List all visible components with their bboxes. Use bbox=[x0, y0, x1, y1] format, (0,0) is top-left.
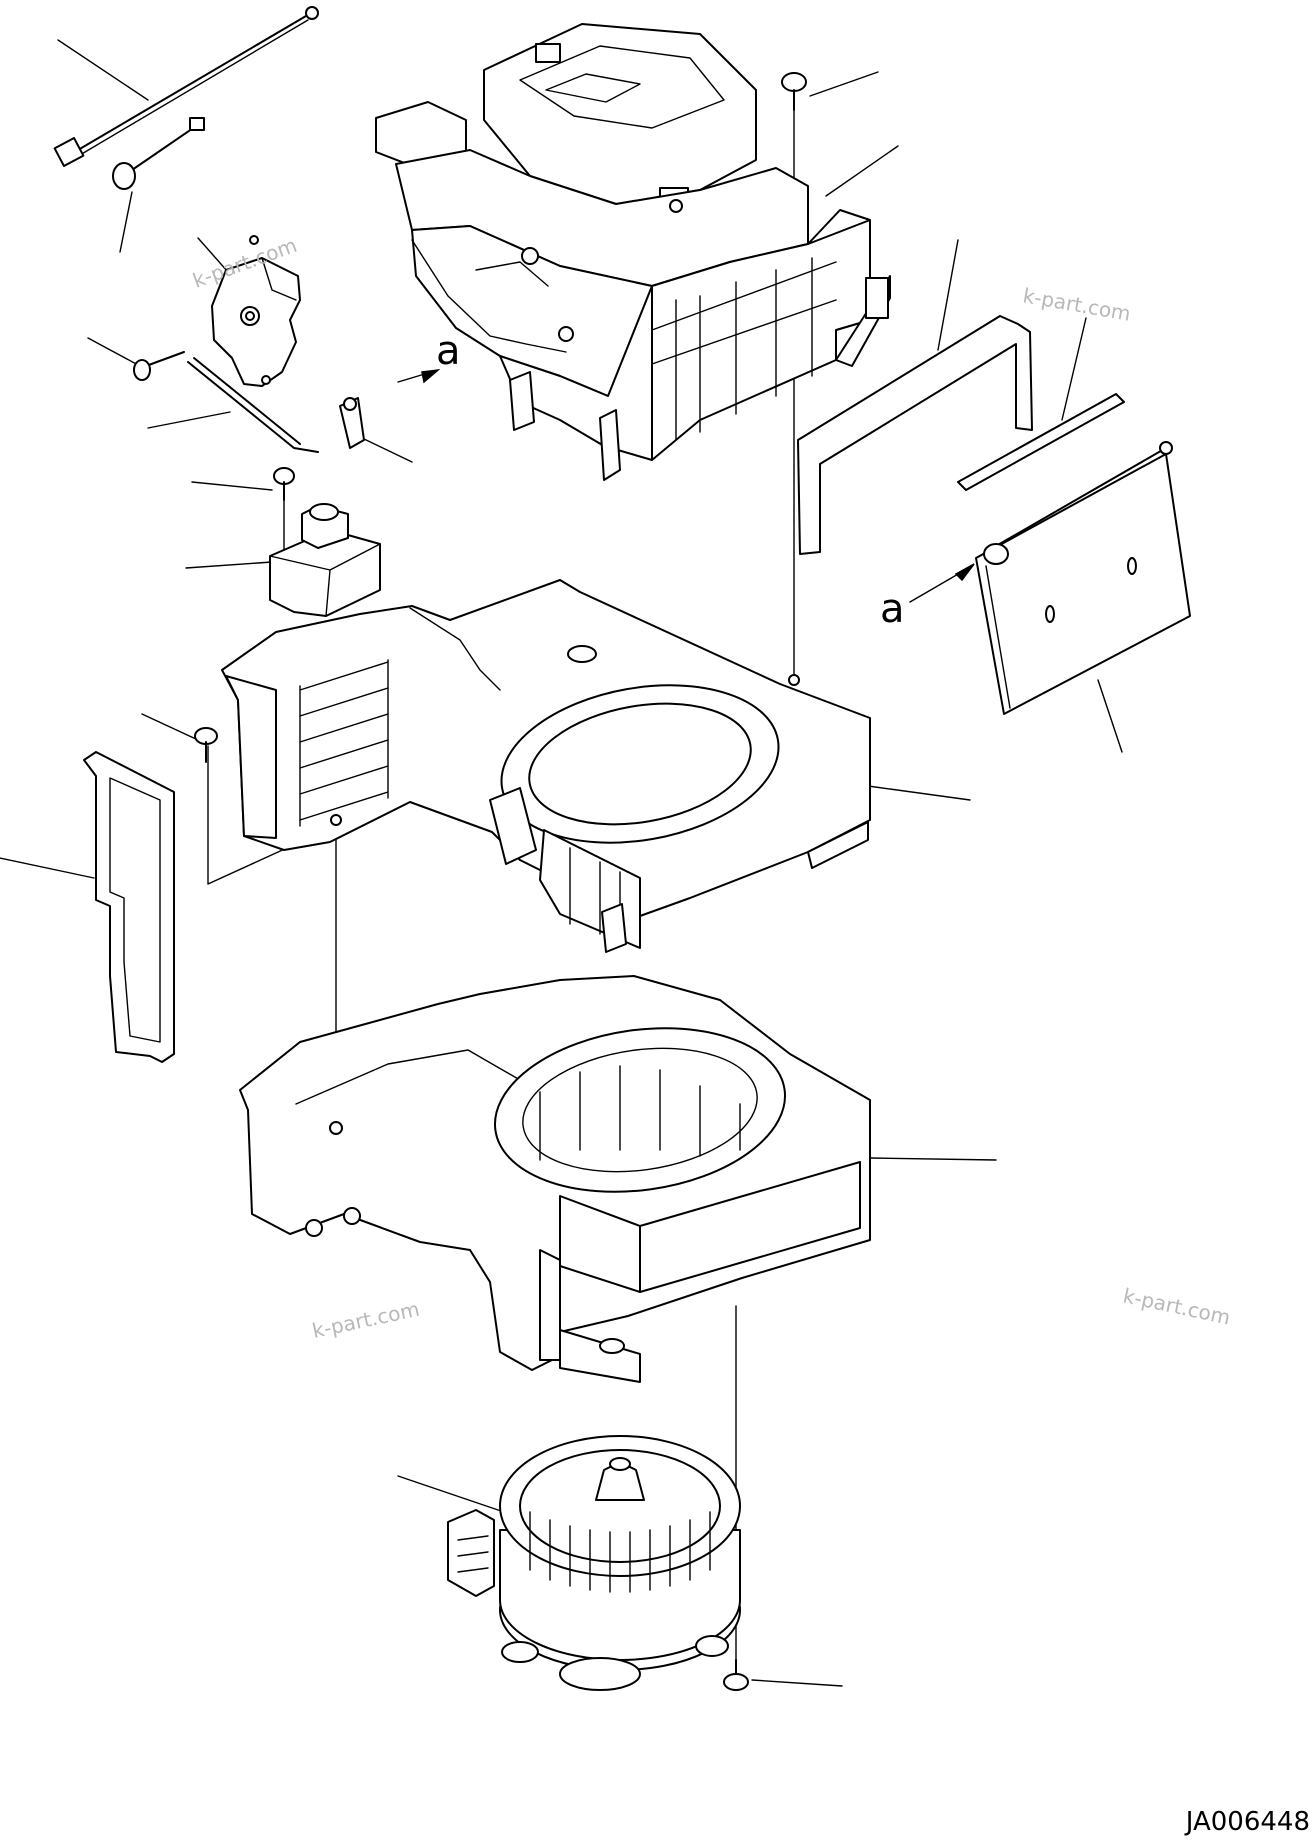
resistor-screw bbox=[273, 467, 295, 501]
upper-heater-case bbox=[375, 23, 891, 481]
ref-mark-left: a bbox=[436, 328, 461, 374]
watermark-bottom-right: k-part.com bbox=[1121, 1283, 1233, 1329]
leader-side-gasket bbox=[0, 857, 95, 879]
blower-motor bbox=[447, 1435, 741, 1691]
air-filter bbox=[975, 441, 1191, 715]
top-screw bbox=[781, 72, 807, 111]
damper-actuator bbox=[211, 235, 301, 387]
side-gasket bbox=[83, 751, 175, 1063]
leader-filter bbox=[1097, 679, 1123, 753]
leader-upper-case bbox=[825, 145, 899, 197]
watermark-top-right: k-part.com bbox=[1021, 283, 1132, 326]
leader-cable bbox=[57, 39, 149, 101]
middle-blower-case bbox=[221, 579, 871, 953]
leader-lower-case bbox=[869, 1157, 997, 1161]
watermark-bottom-left: k-part.com bbox=[310, 1297, 422, 1343]
arrowhead-icon bbox=[421, 368, 441, 384]
drawing-code: JA006448 bbox=[1184, 1807, 1310, 1837]
leader-top-screw bbox=[809, 71, 879, 97]
leader-bottom-screw bbox=[751, 1679, 843, 1687]
reference-arrow-a-right: a bbox=[880, 563, 975, 632]
arrowhead-icon bbox=[954, 563, 975, 582]
cable-assembly bbox=[53, 6, 319, 167]
side-screw bbox=[194, 727, 218, 763]
leader-sensor bbox=[119, 191, 133, 253]
leader-middle-case bbox=[867, 785, 971, 801]
sliding-rod bbox=[957, 393, 1125, 491]
leader-seal bbox=[937, 239, 959, 351]
temperature-sensor bbox=[112, 117, 205, 190]
leader-link-rod bbox=[147, 411, 231, 429]
leader-lines bbox=[0, 39, 1123, 1687]
leader-resistor bbox=[185, 561, 273, 569]
axis-side-screw bbox=[207, 745, 301, 885]
reference-arrow-a-left: a bbox=[421, 328, 461, 384]
leader-actuator bbox=[197, 237, 229, 273]
seal-strip bbox=[797, 315, 1033, 555]
wire-clip bbox=[339, 397, 365, 449]
link-rod bbox=[187, 357, 319, 453]
ref-mark-right: a bbox=[880, 586, 905, 632]
leader-clip bbox=[361, 437, 413, 463]
leader-side-screw bbox=[141, 713, 199, 741]
lower-blower-case bbox=[239, 975, 871, 1383]
leader-actuator-screw bbox=[87, 337, 141, 367]
bottom-screw bbox=[723, 1659, 749, 1691]
leader-blower bbox=[397, 1475, 505, 1513]
blower-resistor bbox=[269, 503, 381, 617]
actuator-screw bbox=[133, 351, 185, 381]
leader-rod bbox=[1061, 317, 1087, 421]
leader-resistor-screw bbox=[191, 481, 273, 491]
